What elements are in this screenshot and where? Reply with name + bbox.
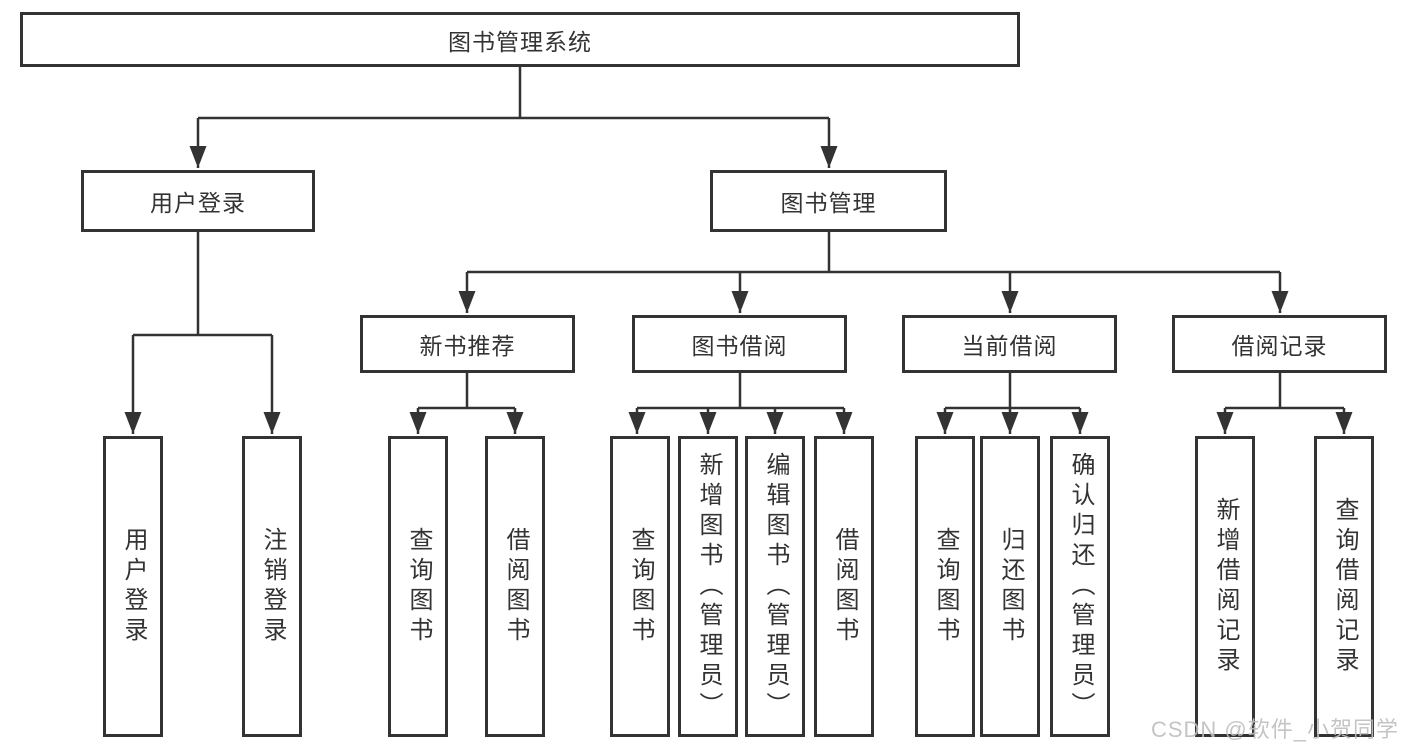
node-book-borrowing-label: 图书借阅 bbox=[691, 333, 788, 359]
node-borrowing-records: 借阅记录 bbox=[1172, 315, 1387, 373]
leaf-return-book: 归还图书 bbox=[980, 436, 1040, 737]
node-root-label: 图书管理系统 bbox=[448, 28, 592, 55]
leaf-user-login: 用户登录 bbox=[103, 436, 163, 737]
leaf-query-books-current: 查询图书 bbox=[915, 436, 975, 737]
leaf-confirm-return-admin: 确认归还（管理员） bbox=[1050, 436, 1110, 737]
leaf-borrow-books-borrowing: 借阅图书 bbox=[814, 436, 874, 737]
node-root-system: 图书管理系统 bbox=[20, 12, 1020, 67]
leaf-edit-book-admin: 编辑图书（管理员） bbox=[745, 436, 805, 737]
node-new-book-recommendation: 新书推荐 bbox=[360, 315, 575, 373]
leaf-query-borrow-record: 查询借阅记录 bbox=[1314, 436, 1374, 737]
leaf-add-book-admin: 新增图书（管理员） bbox=[678, 436, 738, 737]
node-current-borrowing: 当前借阅 bbox=[902, 315, 1117, 373]
leaf-add-borrow-record: 新增借阅记录 bbox=[1195, 436, 1255, 737]
node-user-login-label: 用户登录 bbox=[150, 190, 246, 216]
node-current-borrowing-label: 当前借阅 bbox=[961, 333, 1058, 359]
leaf-borrow-books-recommend: 借阅图书 bbox=[485, 436, 545, 737]
leaf-logout: 注销登录 bbox=[242, 436, 302, 737]
node-new-book-recommendation-label: 新书推荐 bbox=[419, 333, 516, 359]
leaf-query-books-recommend: 查询图书 bbox=[388, 436, 448, 737]
node-borrowing-records-label: 借阅记录 bbox=[1231, 333, 1328, 359]
leaf-query-books-borrowing: 查询图书 bbox=[610, 436, 670, 737]
node-book-management: 图书管理 bbox=[710, 170, 947, 232]
csdn-watermark: CSDN @软件_小贺同学 bbox=[1150, 717, 1399, 742]
node-book-borrowing: 图书借阅 bbox=[632, 315, 847, 373]
node-user-login: 用户登录 bbox=[81, 170, 315, 232]
node-book-management-label: 图书管理 bbox=[780, 190, 877, 216]
